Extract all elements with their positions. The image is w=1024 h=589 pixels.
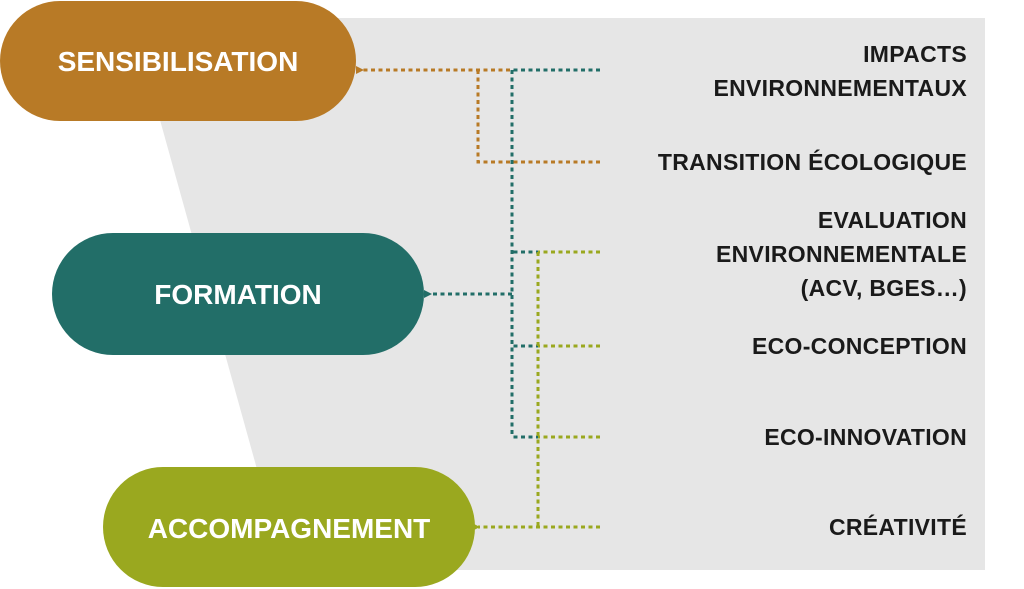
topic-impacts: IMPACTS ENVIRONNEMENTAUX: [713, 41, 967, 101]
level-sensibilisation-pill: [0, 1, 356, 121]
level-formation-label: FORMATION: [154, 279, 321, 310]
level-accompagnement-pill: [103, 467, 475, 587]
topic-ecoinnovation-line1: ECO-INNOVATION: [764, 424, 967, 450]
topic-evaluation-line2: ENVIRONNEMENTALE: [716, 241, 967, 267]
level-sensibilisation: SENSIBILISATION: [0, 1, 356, 121]
connectors-formation: [424, 68, 600, 439]
topic-creativite-line1: CRÉATIVITÉ: [829, 513, 967, 540]
level-sensibilisation-label: SENSIBILISATION: [58, 46, 299, 77]
level-accompagnement-label: ACCOMPAGNEMENT: [148, 513, 431, 544]
topic-evaluation: EVALUATION ENVIRONNEMENTALE (ACV, BGES…): [716, 207, 967, 301]
level-formation-pill: [52, 233, 424, 355]
topic-transition-line1: TRANSITION ÉCOLOGIQUE: [658, 148, 967, 175]
connector-transition-to-sensibilisation: [476, 70, 600, 164]
topic-ecoconception: ECO-CONCEPTION: [752, 333, 967, 359]
topic-transition: TRANSITION ÉCOLOGIQUE: [658, 148, 967, 175]
topic-impacts-line2: ENVIRONNEMENTAUX: [713, 75, 967, 101]
level-accompagnement: ACCOMPAGNEMENT: [103, 467, 475, 587]
connectors-accompagnement: [472, 250, 600, 531]
topic-evaluation-line3: (ACV, BGES…): [801, 275, 967, 301]
topic-ecoinnovation: ECO-INNOVATION: [764, 424, 967, 450]
topic-impacts-line1: IMPACTS: [863, 41, 967, 67]
topic-ecoconception-line1: ECO-CONCEPTION: [752, 333, 967, 359]
level-formation: FORMATION: [52, 233, 424, 355]
topic-evaluation-line1: EVALUATION: [818, 207, 967, 233]
background-panel: [160, 18, 985, 570]
topic-creativite: CRÉATIVITÉ: [829, 513, 967, 540]
